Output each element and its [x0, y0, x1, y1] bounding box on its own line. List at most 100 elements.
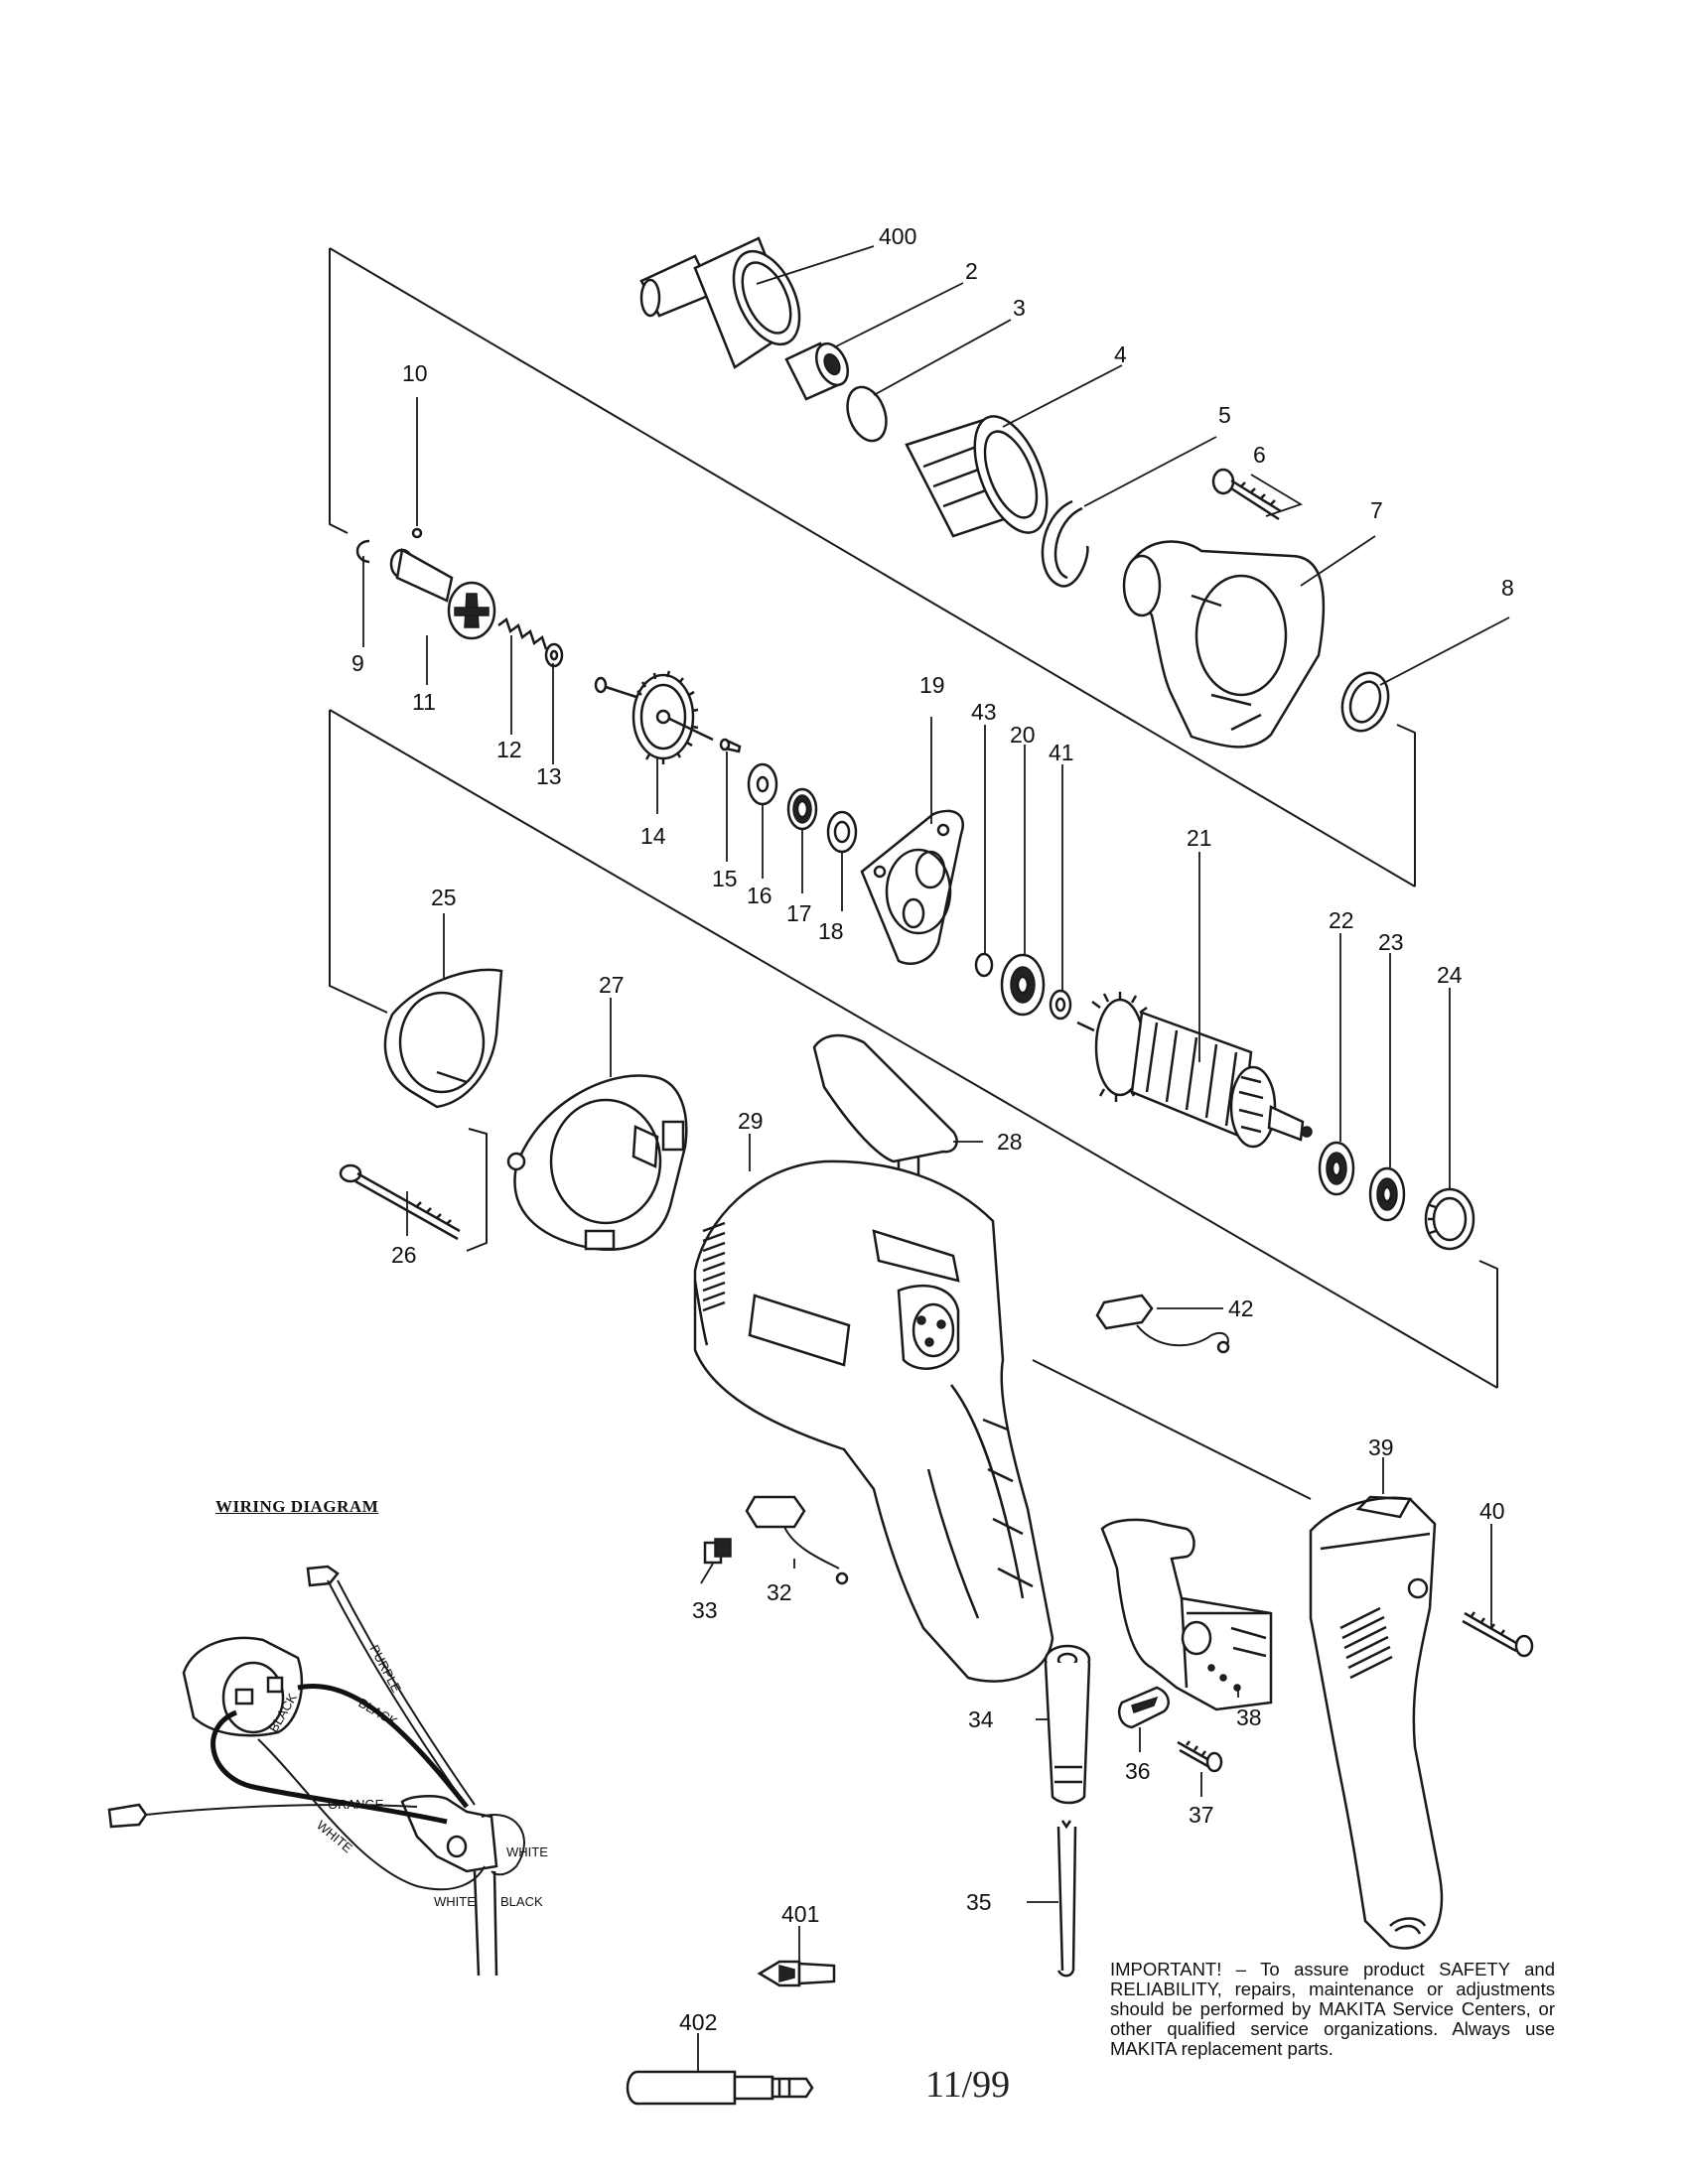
part-callouts: 400 2 3 4 5 6 7 8 9 10 11 12 13 14 15 16… [351, 223, 1514, 2035]
callout-37: 37 [1189, 1802, 1214, 1828]
wiring-connector-top [306, 1565, 340, 1587]
wire-label-orange: ORANGE [328, 1797, 384, 1812]
callout-6: 6 [1253, 442, 1266, 468]
part-2-collar [784, 341, 849, 401]
callout-12: 12 [496, 737, 522, 762]
callout-38: 38 [1236, 1705, 1262, 1730]
part-25-baffle-plate [383, 968, 503, 1109]
callout-34: 34 [968, 1706, 994, 1732]
part-32-brush-holder [745, 1495, 849, 1585]
part-20-ball-bearing [1000, 953, 1046, 1017]
part-22-ball-bearing [1318, 1141, 1355, 1196]
callout-8: 8 [1501, 575, 1514, 601]
callout-35: 35 [966, 1889, 992, 1915]
callout-4: 4 [1114, 341, 1127, 367]
wire-white-right [481, 1814, 525, 1876]
part-9-ring [355, 539, 370, 564]
part-40-tapping-screw [1462, 1611, 1534, 1658]
wire-orange [145, 1804, 418, 1816]
part-33-carbon-brush [703, 1538, 732, 1565]
part-18-washer [826, 810, 858, 854]
part-43-ring [974, 952, 994, 978]
callout-17: 17 [786, 900, 812, 926]
callout-29: 29 [738, 1108, 764, 1134]
callout-7: 7 [1370, 497, 1383, 523]
callout-40: 40 [1479, 1498, 1505, 1524]
part-5-retaining-ring [1041, 499, 1089, 588]
callout-22: 22 [1329, 907, 1354, 933]
part-8-ring [1340, 671, 1390, 733]
part-34-cord-guard [1044, 1644, 1091, 1805]
part-11-spindle [389, 548, 496, 640]
leader-lines [362, 245, 1510, 2071]
exploded-view-frame [329, 247, 1498, 1500]
callout-402: 402 [679, 2009, 717, 2035]
part-28-handle-cover [812, 1033, 958, 1181]
wire-label-black-upper: BLACK [356, 1696, 401, 1729]
wire-black-upper [297, 1684, 469, 1809]
callout-15: 15 [712, 866, 738, 891]
part-17-ring [786, 787, 818, 831]
part-27-field [506, 1074, 688, 1251]
part-21-armature [1076, 992, 1313, 1149]
wire-label-black-bottom: BLACK [500, 1894, 543, 1909]
part-7-gear-housing [1122, 540, 1326, 749]
part-35-power-cord [1056, 1820, 1077, 1978]
wiring-connector-left [107, 1803, 148, 1829]
part-402-bit-holder [626, 2070, 814, 2106]
part-401-driver-bit [757, 1960, 836, 1987]
part-26-hex-bolt [339, 1163, 461, 1241]
wire-label-purple: PURPLE [366, 1642, 404, 1695]
callout-26: 26 [391, 1242, 417, 1268]
callout-11: 11 [412, 689, 436, 715]
wire-label-white-bottom: WHITE [434, 1894, 476, 1909]
date-code: 11/99 [925, 2064, 1011, 2106]
wiring-field-coil [182, 1636, 304, 1737]
part-23-ball-bearing [1368, 1166, 1406, 1222]
part-16-washer [747, 762, 778, 806]
callout-41: 41 [1049, 740, 1074, 765]
wire-label-white-right: WHITE [506, 1844, 548, 1859]
wiring-diagram: PURPLE BLACK BLACK ORANGE WHITE WHITE WH… [107, 1565, 548, 1977]
part-400-nosepiece [639, 236, 801, 369]
wiring-power-cord [473, 1870, 498, 1977]
callout-5: 5 [1218, 402, 1231, 428]
callout-23: 23 [1378, 929, 1404, 955]
wire-black-left [210, 1709, 448, 1825]
part-12-compression-spring [497, 616, 548, 650]
part-29-motor-housing [693, 1160, 1054, 1683]
callout-42: 42 [1228, 1296, 1254, 1321]
part-6-screw [1211, 468, 1282, 521]
callout-32: 32 [767, 1579, 792, 1605]
callout-14: 14 [640, 823, 666, 849]
callout-21: 21 [1187, 825, 1212, 851]
part-42-brush-holder-lead [1095, 1294, 1230, 1354]
callout-400: 400 [879, 223, 916, 249]
callout-18: 18 [818, 918, 844, 944]
part-13-washer [544, 642, 564, 668]
important-safety-notice: IMPORTANT! – To assure product SAFETY an… [1110, 1959, 1555, 2059]
callout-27: 27 [599, 972, 625, 998]
part-36-strain-relief [1118, 1686, 1170, 1729]
wire-purple [327, 1579, 468, 1808]
callout-25: 25 [431, 885, 457, 910]
callout-24: 24 [1437, 962, 1463, 988]
wire-white-diagonal [257, 1738, 486, 1891]
callout-39: 39 [1368, 1434, 1394, 1460]
callout-3: 3 [1013, 295, 1026, 321]
part-39-handle-set [1309, 1495, 1444, 1950]
part-19-bearing-box [860, 809, 964, 965]
callout-401: 401 [781, 1901, 819, 1927]
callout-28: 28 [997, 1129, 1023, 1155]
callout-9: 9 [351, 650, 364, 676]
callout-16: 16 [747, 883, 772, 908]
part-3-o-ring [846, 385, 888, 443]
callout-20: 20 [1010, 722, 1036, 748]
callout-43: 43 [971, 699, 997, 725]
part-38-switch [1100, 1518, 1273, 1711]
part-4-stopper-sleeve [905, 415, 1049, 538]
callout-13: 13 [536, 763, 562, 789]
callout-10: 10 [402, 360, 428, 386]
